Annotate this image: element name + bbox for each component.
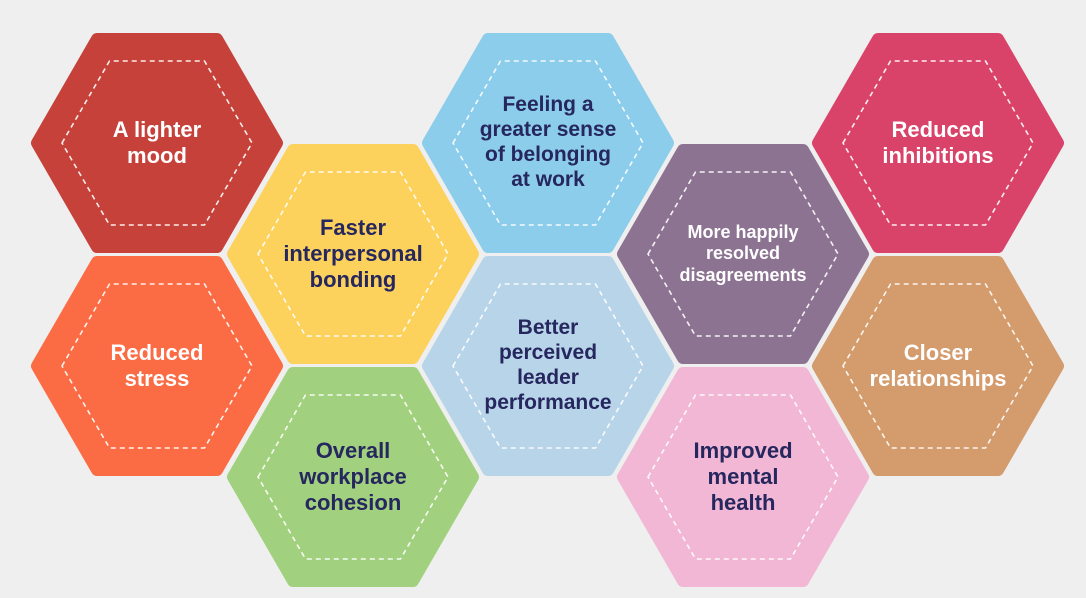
hexagon-dashed-border-more-happily-resolved-disagreements bbox=[647, 171, 839, 337]
hexagon-tile-reduced-inhibitions bbox=[812, 33, 1064, 253]
hexagon-shape-improved-mental-health bbox=[617, 367, 869, 587]
hexagon-tile-reduced-stress bbox=[31, 256, 283, 476]
hexagon-tile-feeling-a-greater-sense-of-belonging bbox=[422, 33, 674, 253]
hexagon-shape-closer-relationships bbox=[812, 256, 1064, 476]
hexagon-dashed-border-overall-workplace-cohesion bbox=[257, 394, 449, 560]
hexagon-label-more-happily-resolved-disagreements: More happily resolved disagreements bbox=[679, 222, 807, 285]
hexagon-tile-improved-mental-health bbox=[617, 367, 869, 587]
hexagon-dashed-border-reduced-stress bbox=[61, 283, 253, 449]
hexagon-dashed-border-reduced-inhibitions bbox=[842, 60, 1034, 226]
hexagon-tile-faster-interpersonal-bonding bbox=[227, 144, 479, 364]
hexagon-label-feeling-a-greater-sense-of-belonging: Feeling a greater sense of belonging at … bbox=[479, 93, 617, 191]
hexagon-label-overall-workplace-cohesion: Overall workplace cohesion bbox=[299, 438, 407, 515]
hexagon-tile-better-perceived-leader-performance bbox=[422, 256, 674, 476]
hexagon-tile-more-happily-resolved-disagreements bbox=[617, 144, 869, 364]
hexagon-shape-reduced-inhibitions bbox=[812, 33, 1064, 253]
hexagon-shape-better-perceived-leader-performance bbox=[422, 256, 674, 476]
hexagon-dashed-border-better-perceived-leader-performance bbox=[452, 283, 644, 449]
hexagon-label-faster-interpersonal-bonding: Faster interpersonal bonding bbox=[283, 215, 423, 292]
hexagon-shape-a-lighter-mood bbox=[31, 33, 283, 253]
hexagon-shape-more-happily-resolved-disagreements bbox=[617, 144, 869, 364]
hexagon-label-improved-mental-health: Improved mental health bbox=[693, 438, 793, 515]
hexagon-label-better-perceived-leader-performance: Better perceived leader performance bbox=[484, 316, 612, 414]
hexagon-label-closer-relationships: Closer relationships bbox=[869, 340, 1007, 391]
hexagon-dashed-border-a-lighter-mood bbox=[61, 60, 253, 226]
hexagon-dashed-border-improved-mental-health bbox=[647, 394, 839, 560]
hexagon-tile-overall-workplace-cohesion bbox=[227, 367, 479, 587]
hexagon-shape-reduced-stress bbox=[31, 256, 283, 476]
hexagon-label-a-lighter-mood: A lighter mood bbox=[112, 117, 202, 168]
hexagon-label-reduced-stress: Reduced stress bbox=[110, 340, 204, 391]
hexagon-dashed-border-faster-interpersonal-bonding bbox=[257, 171, 449, 337]
hexagon-tile-a-lighter-mood bbox=[31, 33, 283, 253]
hexagon-dashed-border-closer-relationships bbox=[842, 283, 1034, 449]
hexagon-dashed-border-feeling-a-greater-sense-of-belonging bbox=[452, 60, 644, 226]
hexagon-shape-feeling-a-greater-sense-of-belonging bbox=[422, 33, 674, 253]
hexagon-tile-closer-relationships bbox=[812, 256, 1064, 476]
hexagon-shape-overall-workplace-cohesion bbox=[227, 367, 479, 587]
hexagon-label-reduced-inhibitions: Reduced inhibitions bbox=[882, 117, 994, 168]
hexagon-shape-faster-interpersonal-bonding bbox=[227, 144, 479, 364]
